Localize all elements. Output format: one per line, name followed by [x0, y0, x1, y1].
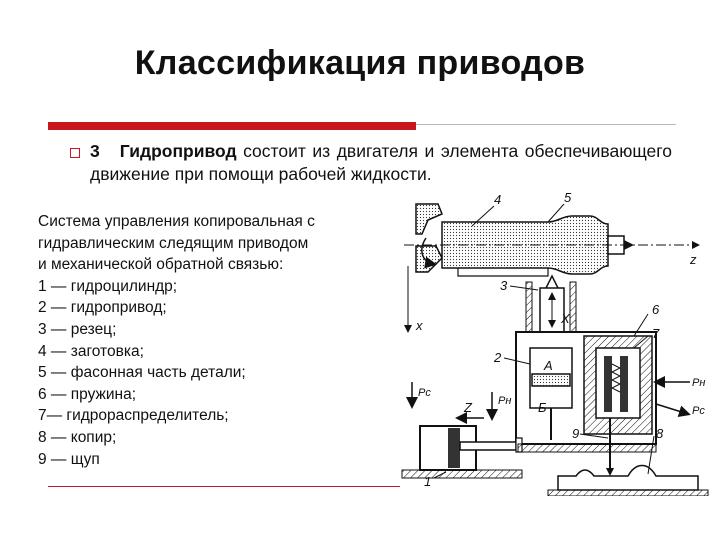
- legend-item-9: 9 — щуп: [38, 450, 100, 468]
- legend-item-1: 1 — гидроцилиндр;: [38, 277, 178, 295]
- cutter: [525, 274, 577, 333]
- callouts: [433, 203, 655, 479]
- axis-z-label: z: [689, 252, 697, 267]
- rotation-arrow-icon: [421, 237, 437, 269]
- chamber-a-label: А: [543, 358, 553, 373]
- bullet-term: Гидропривод: [119, 141, 237, 161]
- legend-item-7: 7— гидрораспределитель;: [38, 407, 229, 425]
- axis-Z-label: Z: [463, 400, 473, 415]
- bullet-square-icon: [70, 148, 80, 158]
- p-n-right-label: Pн: [692, 377, 705, 389]
- p-n-label: Pн: [498, 395, 511, 407]
- callout-7: 7: [652, 326, 660, 341]
- callout-4: 4: [494, 192, 501, 207]
- chamber-b-label: Б: [538, 400, 547, 415]
- legend-item-3: 3 — резец;: [38, 320, 117, 338]
- legend-line: и механической обратной связью:: [38, 256, 284, 274]
- hydraulic-cylinder: [401, 425, 523, 479]
- bullet-body: состоит из двигателя и элемента обеспечи…: [90, 141, 672, 184]
- callout-3: 3: [500, 278, 508, 293]
- callout-8: 8: [656, 426, 664, 441]
- legend-item-5: 5 — фасонная часть детали;: [38, 364, 246, 382]
- p-c-left-label: Pc: [418, 387, 431, 399]
- legend-line: Система управления копировальная с: [38, 213, 315, 230]
- legend-item-4: 4 — заготовка;: [38, 342, 144, 360]
- pressure-out-arrow: [655, 403, 691, 418]
- callout-2: 2: [493, 350, 502, 365]
- legend-list: Система управления копировальная с гидра…: [38, 211, 398, 470]
- bullet-number: 3: [90, 141, 100, 161]
- bullet-paragraph: 3 Гидропривод состоит из двигателя и элем…: [90, 140, 672, 186]
- copier-template: [547, 464, 709, 496]
- hydraulic-copy-system-diagram: z x X А Б Pн Pc Pн Z Pc: [401, 190, 709, 496]
- callout-9: 9: [572, 426, 579, 441]
- legend-item-2: 2 — гидропривод;: [38, 299, 167, 317]
- p-c-right-label: Pc: [692, 405, 705, 417]
- hydraulic-drive-body: [515, 331, 657, 445]
- slide-x-label: X: [560, 311, 571, 326]
- title-accent-bar: [48, 122, 416, 130]
- workpiece: [441, 215, 634, 277]
- legend-item-8: 8 — копир;: [38, 428, 117, 446]
- axis-x-label: x: [415, 318, 423, 333]
- machine-bed: [517, 443, 657, 453]
- bottom-rule: [48, 486, 400, 487]
- page-title: Классификация приводов: [134, 44, 586, 82]
- callout-6: 6: [652, 302, 660, 317]
- legend-item-6: 6 — пружина;: [38, 385, 137, 403]
- legend-line: гидравлическим следящим приводом: [38, 234, 309, 252]
- callout-5: 5: [564, 190, 572, 205]
- callout-1: 1: [424, 474, 431, 489]
- probe: [606, 418, 614, 476]
